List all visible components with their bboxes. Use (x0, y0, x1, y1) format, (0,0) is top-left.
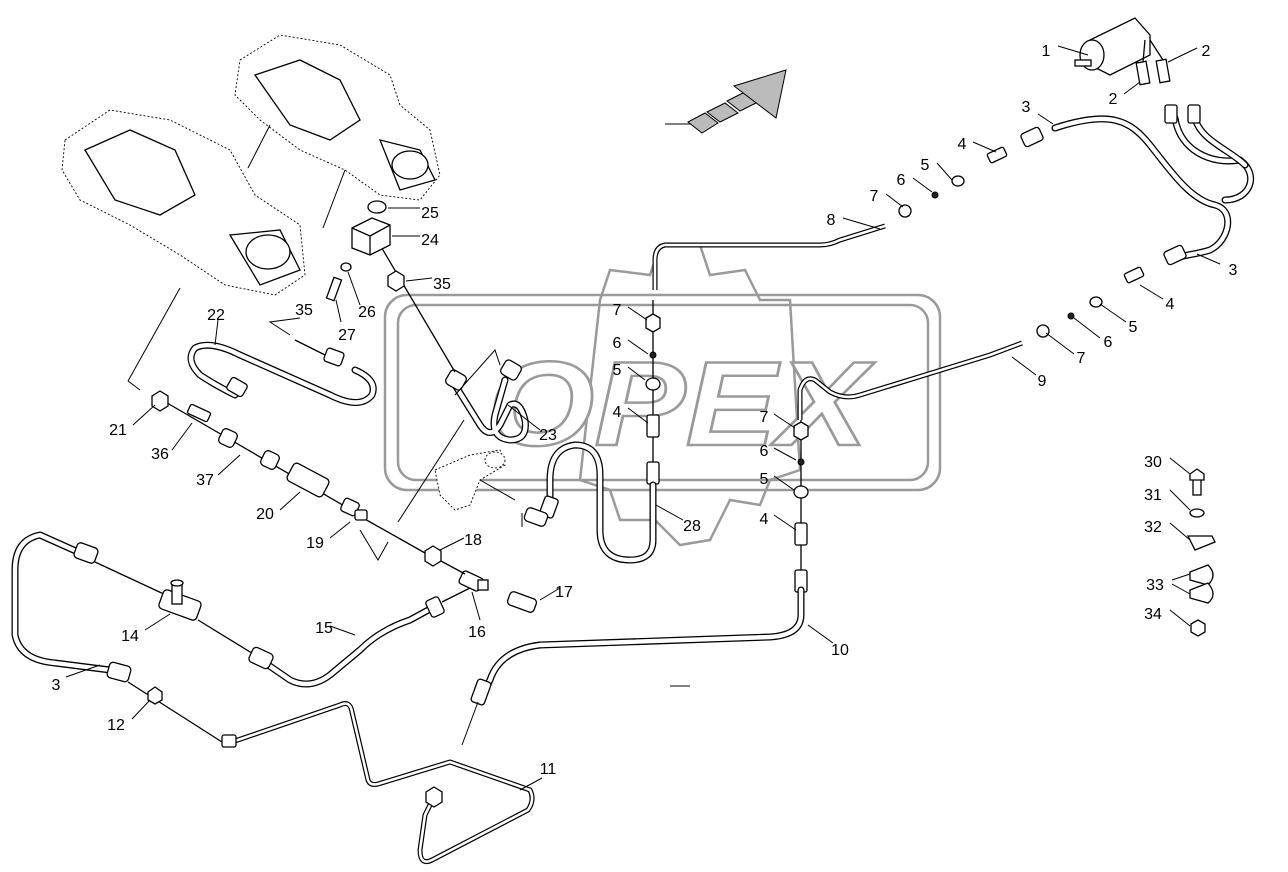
callout-c4b: 4 (1166, 296, 1175, 313)
callout-c7a: 7 (870, 188, 879, 205)
valve-14 (158, 579, 256, 656)
hose-22 (187, 339, 377, 406)
callout-c7d: 7 (760, 409, 769, 426)
callout-c5a: 5 (921, 157, 930, 174)
callout-c3b: 3 (1229, 262, 1238, 279)
callout-c2a: 2 (1202, 43, 1211, 60)
watermark-frame-inner (396, 303, 930, 482)
callout-c5b: 5 (1129, 319, 1138, 336)
manifold-block-24 (325, 200, 391, 302)
fitting-chain-center (645, 300, 661, 485)
callout-c18: 18 (464, 532, 482, 549)
hose-3-upper (1051, 114, 1255, 264)
callout-c3c: 3 (52, 677, 61, 694)
watermark-text: OPEX (488, 337, 876, 471)
callout-c17: 17 (555, 584, 573, 601)
callout-c33: 33 (1146, 577, 1164, 594)
callout-c15: 15 (315, 620, 333, 637)
callout-c12: 12 (107, 717, 125, 734)
leader-lines (65, 45, 1221, 791)
watermark: OPEX (383, 243, 942, 547)
callout-c4d: 4 (760, 511, 769, 528)
fitting-cluster-sketch (434, 449, 516, 511)
callout-c4c: 4 (613, 404, 622, 421)
callout-c6c: 6 (613, 335, 622, 352)
hose-28 (523, 441, 657, 564)
callout-c6b: 6 (1104, 334, 1113, 351)
hose-10 (470, 586, 805, 706)
callout-c10: 10 (831, 642, 849, 659)
callout-c26: 26 (358, 304, 376, 321)
callout-c5c: 5 (613, 362, 622, 379)
direction-arrow-icon (665, 69, 787, 134)
hose-23 (379, 244, 529, 444)
callout-c35a: 35 (433, 276, 451, 293)
callout-c28: 28 (683, 518, 701, 535)
fitting-chain-left (151, 390, 368, 521)
watermark-frame-outer (383, 293, 942, 492)
callout-c32: 32 (1144, 519, 1162, 536)
callout-c4a: 4 (958, 136, 967, 153)
callout-c5d: 5 (760, 471, 769, 488)
callout-c16: 16 (468, 624, 486, 641)
callout-c25: 25 (421, 205, 439, 222)
callout-c24: 24 (421, 232, 439, 249)
fitting-chain-upper-right (652, 126, 1044, 290)
callout-c1a: 1 (1042, 43, 1051, 60)
callout-c36: 36 (151, 446, 169, 463)
callout-c34: 34 (1144, 606, 1162, 623)
callout-c6d: 6 (760, 443, 769, 460)
hose-15 (248, 587, 471, 688)
callout-c27: 27 (338, 327, 356, 344)
callout-c21: 21 (109, 422, 127, 439)
pipe-11 (221, 701, 535, 865)
callout-c22: 22 (207, 307, 225, 324)
hydraulic-motor (1074, 17, 1151, 76)
callout-c37: 37 (196, 472, 214, 489)
callout-c20: 20 (256, 506, 274, 523)
callout-c19: 19 (306, 535, 324, 552)
fitting-chain-right (797, 244, 1187, 420)
callout-c3a: 3 (1022, 99, 1031, 116)
fitting-2-pair (1135, 39, 1201, 124)
callout-c35b: 35 (295, 302, 313, 319)
hydraulic-pump-lower (61, 109, 306, 382)
callout-c7c: 7 (613, 302, 622, 319)
hydraulic-pump-upper (234, 34, 441, 229)
clamp-kit (1186, 468, 1216, 637)
callout-c23: 23 (539, 427, 557, 444)
callout-c9: 9 (1038, 373, 1047, 390)
fittings-16-18 (362, 517, 538, 613)
callout-c6a: 6 (897, 172, 906, 189)
callout-c30: 30 (1144, 454, 1162, 471)
hose-3-lower-left (11, 531, 223, 743)
callout-c8: 8 (827, 212, 836, 229)
callout-c14: 14 (121, 628, 139, 645)
callout-c7b: 7 (1077, 350, 1086, 367)
callout-c11: 11 (540, 761, 557, 778)
callout-c2b: 2 (1109, 91, 1118, 108)
callout-c31: 31 (1144, 487, 1162, 504)
